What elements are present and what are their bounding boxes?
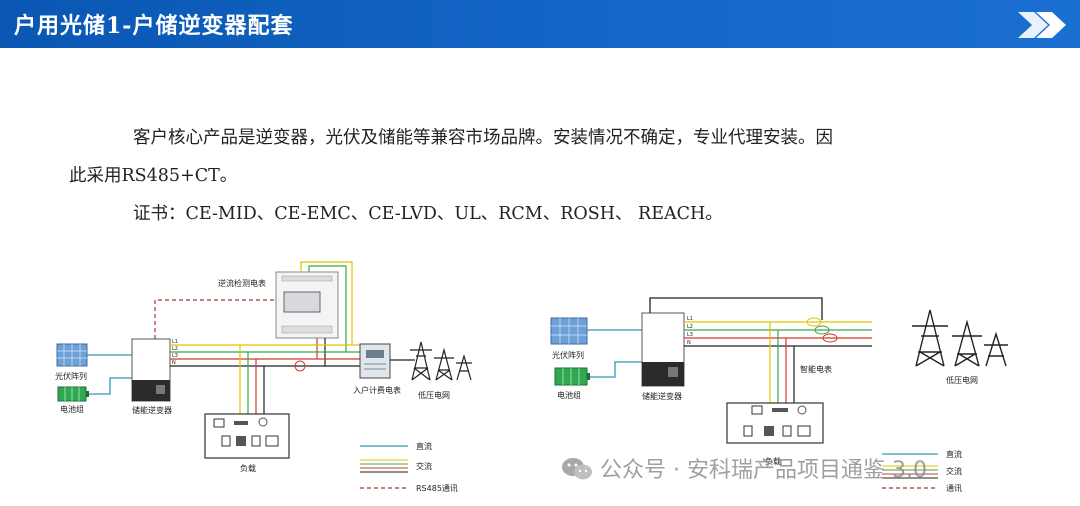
inverter-label-right: 储能逆变器 [642,391,682,401]
grid-label-right: 低压电网 [946,375,978,385]
pv-panel-icon-right [550,317,588,345]
watermark-text: 公众号 · 安科瑞产品项目通鉴 3.0 [600,458,927,483]
phase-l3-left: L3 [172,353,178,359]
wechat-icon [562,458,592,480]
battery-icon-left [57,386,89,402]
legend-dc-right: 直流 [946,449,962,459]
body-line-2: 此采用RS485+CT。 [69,166,238,186]
phase-n-right: N [687,340,691,346]
body-line-1: 客户核心产品是逆变器，光伏及储能等兼容市场品牌。安装情况不确定，专业代理安装。因 [133,128,833,148]
smart-meter-ct [806,317,838,343]
inverter-right [641,312,685,387]
load-box-right [726,402,824,444]
pv-panel-icon-left [56,343,88,367]
certificates-line: 证书：CE-MID、CE-EMC、CE-LVD、UL、RCM、ROSH、 REA… [133,204,723,224]
pv-array-label-left: 光伏阵列 [55,371,87,381]
load-label-left: 负载 [240,463,256,473]
smart-meter-label: 智能电表 [800,364,832,374]
watermark: 公众号 · 安科瑞产品项目通鉴 3.0 [560,452,927,484]
inverter-left [131,338,171,402]
legend-rs485-left: RS485通讯 [416,483,458,493]
battery-label-right: 电池组 [557,390,581,400]
phase-l2-right: L2 [687,324,693,330]
legend-ac-right: 交流 [946,466,962,476]
phase-n-left: N [172,360,176,366]
left-diagram: 光伏阵列 电池组 储能逆变器 逆流检测电表 [55,261,472,493]
page-title: 户用光储1-户储逆变器配套 [14,13,294,39]
billing-meter [359,343,391,379]
phase-l1-left: L1 [172,339,178,345]
right-diagram: 光伏阵列 电池组 储能逆变器 L1 L2 L3 N 智能 [550,297,1008,493]
load-box-left [204,413,290,459]
header-bar: 户用光储1-户储逆变器配套 [0,0,1080,48]
power-tower-icon-left [410,341,472,381]
legend-comm-right: 通讯 [946,483,962,493]
battery-label-left: 电池组 [60,404,84,414]
double-chevron-right-icon [1018,12,1066,38]
power-tower-icon-right [912,309,1008,367]
legend-dc-left: 直流 [416,441,432,451]
load-label-right: 负载 [765,456,781,466]
reverse-meter-label: 逆流检测电表 [218,278,266,288]
phase-l2-left: L2 [172,346,178,352]
phase-l1-right: L1 [687,316,693,322]
grid-label-left: 低压电网 [418,390,450,400]
billing-meter-label: 入户计费电表 [353,385,401,395]
legend-ac-left: 交流 [416,461,432,471]
pv-array-label-right: 光伏阵列 [552,350,584,360]
battery-icon-right [554,367,590,386]
reverse-current-meter [275,271,339,339]
phase-l3-right: L3 [687,332,693,338]
inverter-label-left: 储能逆变器 [132,405,172,415]
